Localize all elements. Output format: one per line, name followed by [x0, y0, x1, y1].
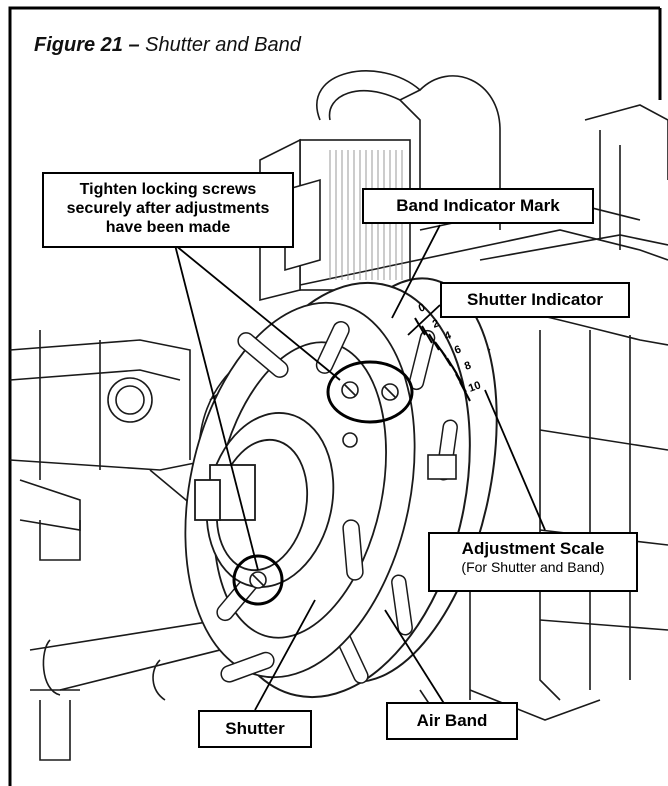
callout-air-band-text: Air Band [416, 711, 488, 730]
callout-shutter-text: Shutter [225, 719, 285, 738]
callout-locking-screws: Tighten locking screws securely after ad… [42, 172, 294, 248]
figure-title-dash: – [122, 34, 146, 56]
callout-band-indicator: Band Indicator Mark [362, 188, 594, 224]
figure-number: Figure 21 [34, 34, 123, 56]
figure-caption: Shutter and Band [145, 34, 301, 56]
callout-shutter-indicator-text: Shutter Indicator [466, 290, 603, 309]
callout-air-band: Air Band [386, 702, 518, 740]
scale-mark-10: 10 [467, 379, 483, 394]
scale-mark-0: 0 [417, 301, 427, 314]
figure-title: Figure 21 – Shutter and Band [34, 34, 301, 57]
scale-mark-6: 6 [453, 343, 463, 356]
scale-mark-8: 8 [463, 359, 473, 372]
callout-adjustment-scale: Adjustment Scale (For Shutter and Band) [428, 532, 638, 592]
callout-locking-screws-text: Tighten locking screws securely after ad… [66, 181, 270, 237]
callout-adjustment-scale-subtext: (For Shutter and Band) [461, 559, 605, 576]
scale-mark-2: 2 [431, 317, 441, 330]
callout-band-indicator-text: Band Indicator Mark [396, 196, 560, 215]
callout-adjustment-scale-text: Adjustment Scale [461, 539, 605, 558]
scale-mark-4: 4 [443, 329, 454, 343]
callout-shutter: Shutter [198, 710, 312, 748]
callout-shutter-indicator: Shutter Indicator [440, 282, 630, 318]
